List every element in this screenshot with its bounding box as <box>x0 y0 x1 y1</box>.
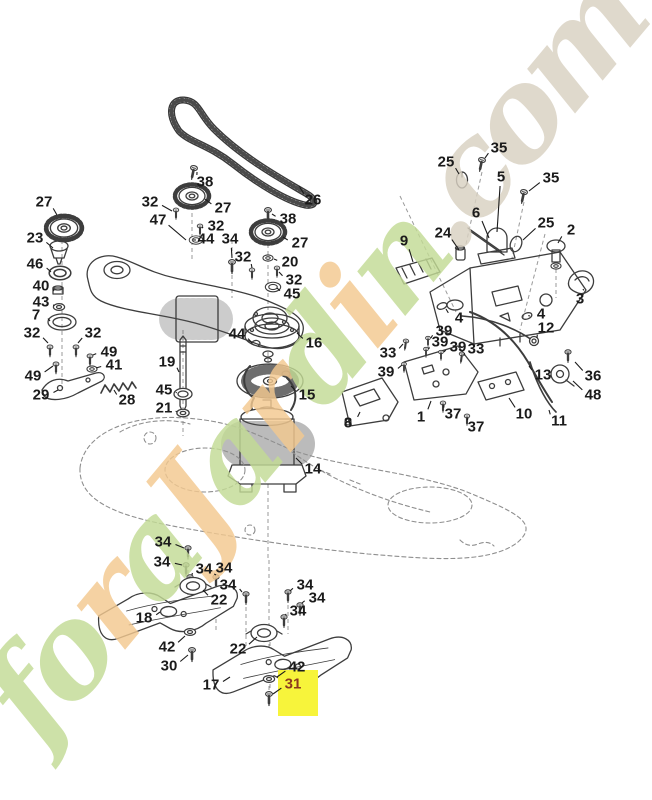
leader-line <box>289 587 294 592</box>
highlight-box <box>278 670 318 716</box>
leader-line <box>52 208 58 216</box>
leader-line <box>557 236 563 244</box>
leader-line <box>46 267 52 273</box>
leader-line <box>298 185 305 194</box>
leader-line <box>77 337 83 344</box>
motor <box>221 370 315 493</box>
leader-line <box>230 247 233 259</box>
leader-line <box>427 400 432 410</box>
leader-line <box>508 397 516 408</box>
leader-line <box>443 349 447 353</box>
leader-line <box>301 600 306 604</box>
leader-line <box>357 411 361 418</box>
leader-line <box>271 213 276 217</box>
leader-line <box>155 611 161 616</box>
leader-line <box>47 318 51 322</box>
leader-line <box>42 337 49 344</box>
leader-line <box>451 239 460 251</box>
leader-line <box>572 380 583 391</box>
leader-line <box>174 562 183 566</box>
leader-line <box>278 271 283 277</box>
leader-line <box>484 152 489 159</box>
leader-line <box>282 236 289 241</box>
cables-electrics <box>341 302 575 427</box>
leader-line <box>548 409 551 415</box>
leader-line <box>290 385 297 391</box>
leader-line <box>248 636 258 645</box>
shaft <box>179 335 187 414</box>
leader-line <box>239 588 243 593</box>
leader-line <box>247 338 253 344</box>
leader-line <box>582 288 585 291</box>
leader-line <box>276 287 281 292</box>
deck <box>79 416 527 560</box>
leader-line <box>398 343 404 349</box>
leader-line <box>201 226 204 229</box>
leader-line <box>222 676 231 682</box>
leader-line <box>466 417 469 421</box>
leader-line <box>44 365 54 373</box>
leader-line <box>455 167 460 175</box>
leader-line <box>177 635 186 643</box>
leader-line <box>161 204 173 212</box>
leader-line <box>52 288 55 292</box>
leader-line <box>168 224 187 241</box>
leader-line <box>296 332 304 339</box>
leader-line <box>445 308 449 314</box>
leader-line <box>204 198 212 205</box>
leader-line <box>522 227 536 241</box>
leader-line <box>52 304 55 307</box>
leader-line <box>46 241 54 249</box>
leader-line <box>397 364 403 369</box>
leader-line <box>574 361 584 371</box>
leader-line <box>528 365 533 371</box>
leader-line <box>175 391 178 394</box>
leader-line <box>481 220 490 239</box>
diagram-parts <box>41 96 595 707</box>
leader-line <box>430 334 434 339</box>
leader-line <box>295 457 303 465</box>
leader-line <box>92 353 97 356</box>
leader-line <box>175 543 185 549</box>
fan <box>236 363 304 419</box>
leader-line <box>53 389 59 393</box>
leader-line <box>213 573 217 576</box>
belt <box>168 96 318 209</box>
leader-line <box>176 367 180 373</box>
leader-line <box>202 589 209 596</box>
leader-line <box>528 182 541 192</box>
leader-line <box>272 687 282 695</box>
leader-line <box>276 670 286 678</box>
spindle-parts-left <box>41 240 137 401</box>
leader-line <box>496 185 501 233</box>
leader-line <box>408 249 414 263</box>
leader-line <box>179 654 189 662</box>
housing-cup <box>244 313 300 363</box>
leader-line <box>113 389 118 395</box>
mount-assembly <box>395 155 595 347</box>
leader-line <box>273 258 278 261</box>
leader-line <box>250 263 253 269</box>
leader-line <box>95 365 102 369</box>
